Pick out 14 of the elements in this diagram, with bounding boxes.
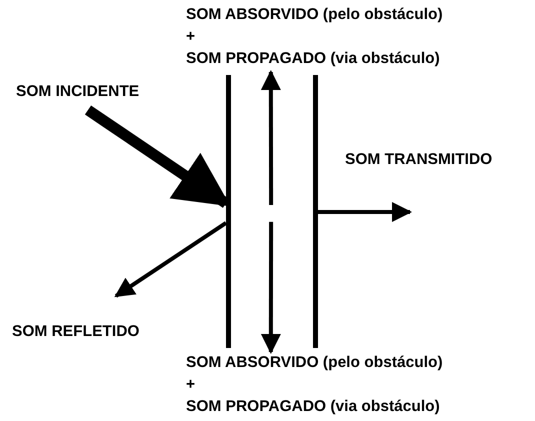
sound-label: SOM PROPAGADO (via obstáculo) (186, 397, 440, 417)
arrow (260, 70, 281, 205)
sound-label: SOM ABSORVIDO (pelo obstáculo) (186, 5, 443, 25)
obstacle-wall (226, 75, 318, 348)
sound-label: SOM INCIDENTE (16, 82, 140, 102)
sound-label: SOM REFLETIDO (12, 322, 140, 342)
sound-label: + (186, 375, 196, 395)
arrow (114, 221, 228, 298)
sound-label: SOM ABSORVIDO (pelo obstáculo) (186, 353, 443, 373)
sound-label: SOM PROPAGADO (via obstáculo) (186, 49, 440, 69)
arrow (260, 222, 281, 354)
sound-label: SOM TRANSMITIDO (345, 150, 492, 170)
sound-label: + (186, 27, 196, 47)
arrow (318, 202, 412, 222)
